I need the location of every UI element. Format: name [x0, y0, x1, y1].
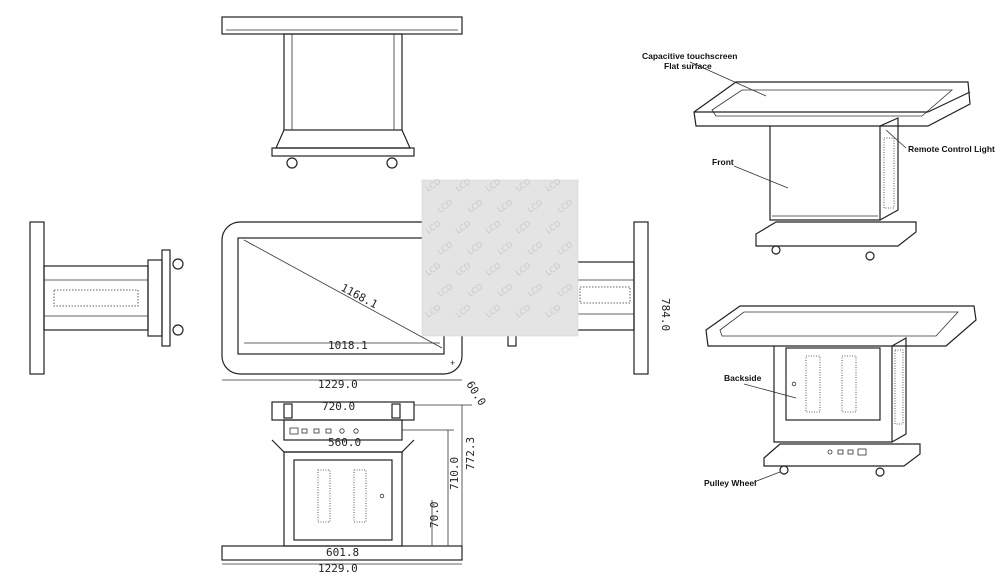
callout-pulley: Pulley Wheel [704, 478, 756, 488]
callouts: Capacitive touchscreen Flat surface Remo… [642, 51, 995, 488]
callout-flat-surface: Flat surface [664, 61, 712, 71]
perspective-back-view [705, 305, 977, 477]
dim-height-710: 710.0 [448, 457, 461, 490]
dim-height-70: 70.0 [428, 502, 441, 529]
dim-outer-width-top: 1229.0 [318, 378, 358, 391]
dim-inner-width: 1018.1 [328, 339, 368, 352]
dim-diagonal: 1168.1 [339, 281, 380, 311]
callout-remote-light: Remote Control Light [908, 144, 995, 154]
perspective-front-view [693, 81, 971, 261]
right-side-view: 784.0 [507, 221, 672, 375]
dim-outer-width-bottom: 1229.0 [318, 562, 358, 575]
dim-corner: 60.0 [463, 379, 488, 408]
callout-front: Front [712, 157, 734, 167]
callout-backside: Backside [724, 373, 762, 383]
callout-capacitive: Capacitive touchscreen [642, 51, 737, 61]
dim-base-width: 601.8 [326, 546, 359, 559]
dim-front-top-width: 720.0 [322, 400, 355, 413]
left-side-view [29, 221, 184, 375]
top-elevation-view [221, 16, 463, 169]
front-view: 720.0 560.0 601.8 1229.0 772.3 710.0 70.… [221, 400, 477, 575]
dim-front-inner-width: 560.0 [328, 436, 361, 449]
dim-side-height: 784.0 [659, 298, 672, 331]
svg-text:+: + [450, 358, 455, 368]
dim-height-772: 772.3 [464, 437, 477, 470]
